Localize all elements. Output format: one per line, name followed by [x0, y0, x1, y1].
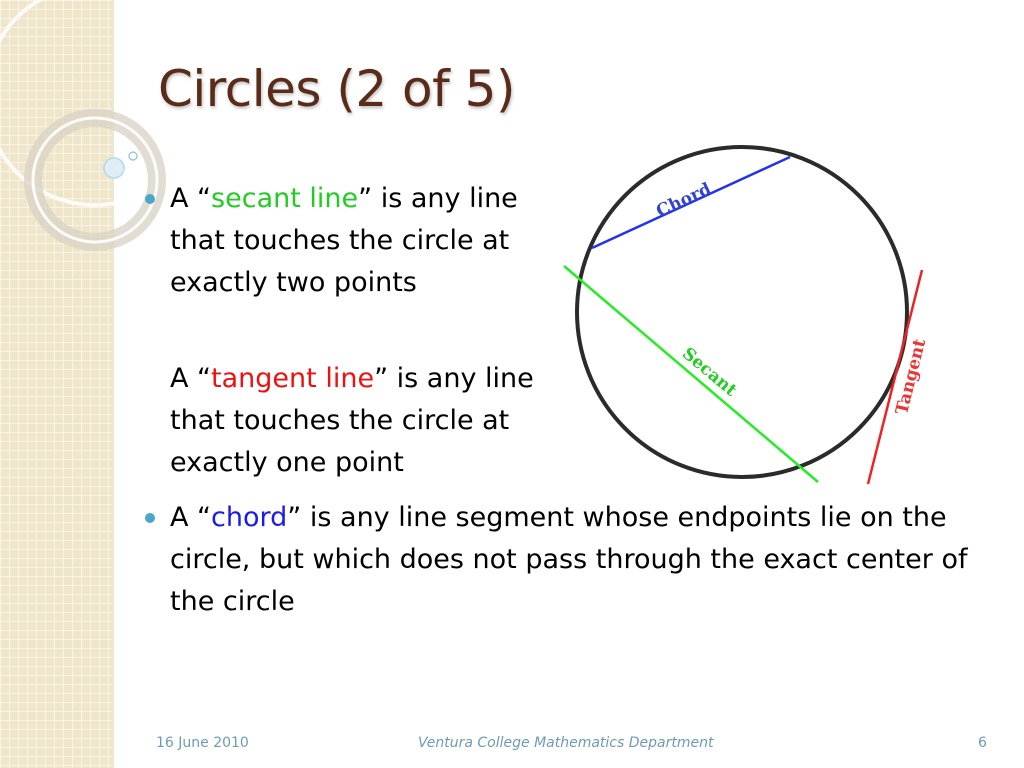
footer-department: Ventura College Mathematics Department: [418, 735, 714, 751]
bullet-text: ” is any line that touches the circle at…: [170, 183, 518, 298]
secant-line: [563, 265, 819, 483]
term-secant-line: secant line: [211, 183, 359, 214]
slide-title: Circles (2 of 5): [158, 60, 515, 118]
bullet-secant: A “secant line” is any line that touches…: [145, 178, 530, 304]
bullet-prefix: A “: [170, 183, 212, 214]
tangent-line: [866, 269, 924, 485]
circle-outline: [575, 145, 909, 479]
chord-label: Chord: [653, 179, 714, 222]
footer-date: 16 June 2010: [156, 735, 249, 751]
sidebar-divider: [112, 0, 114, 768]
decorative-circles: [0, 0, 200, 251]
bullet-text: ” is any line that touches the circle at…: [170, 363, 534, 478]
slide-number: 6: [978, 735, 987, 751]
tangent-label: Tangent: [892, 337, 930, 417]
bullet-prefix: A “: [170, 502, 212, 533]
circle-diagram: Chord Secant Tangent: [563, 145, 930, 485]
bullet-text: ” is any line segment whose endpoints li…: [170, 502, 968, 617]
term-chord: chord: [211, 502, 288, 533]
bullet-tangent: A “tangent line” is any line that touche…: [170, 358, 562, 488]
bullet-prefix: A “: [170, 363, 212, 394]
bullet-chord: A “chord” is any line segment whose endp…: [145, 497, 990, 623]
chord-line: [591, 155, 791, 250]
term-tangent-line: tangent line: [211, 363, 375, 394]
